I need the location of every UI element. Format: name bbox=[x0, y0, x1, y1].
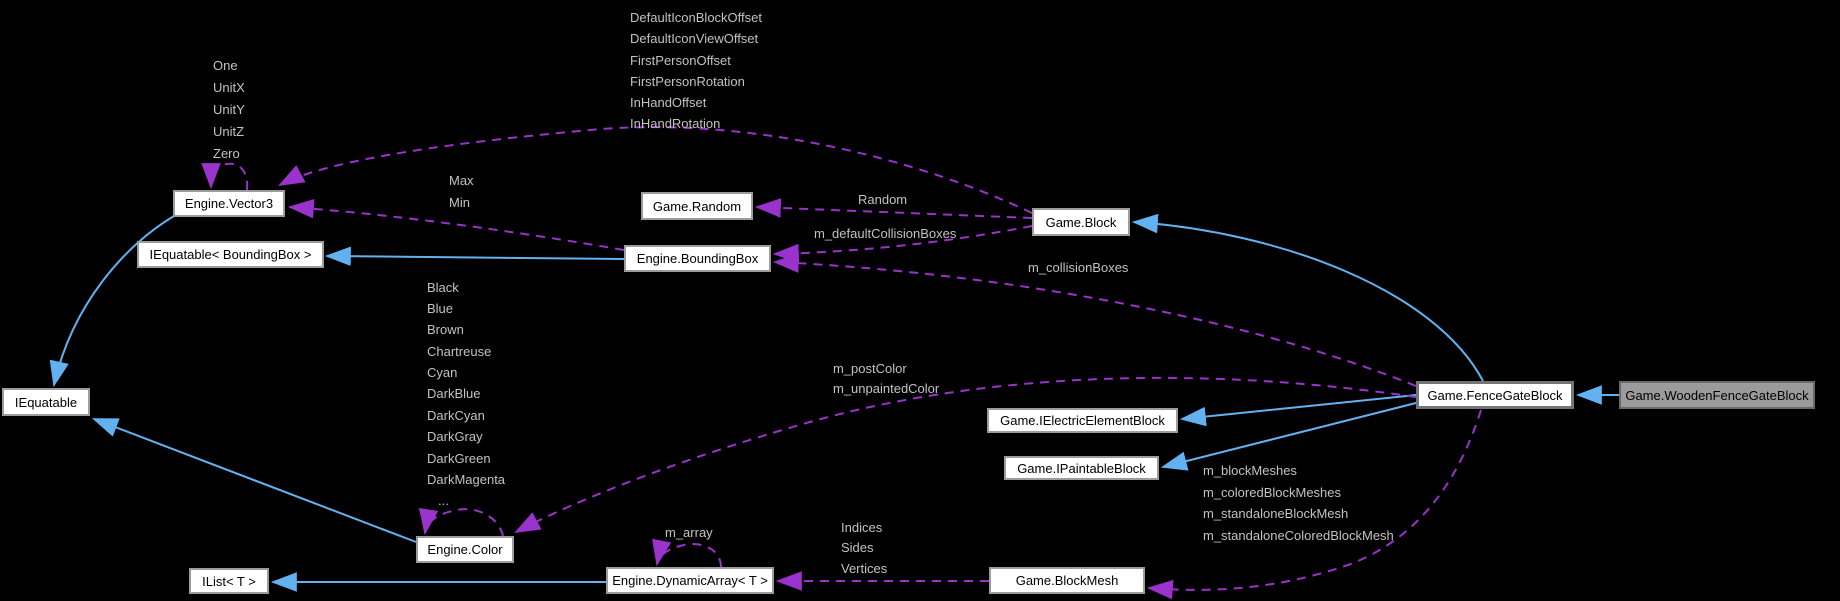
edge-dynamicarray-self-usage bbox=[652, 538, 722, 568]
edge-label: m_standaloneBlockMesh bbox=[1203, 506, 1349, 521]
node-iequatable[interactable]: IEquatable bbox=[2, 388, 90, 416]
edge-label: Blue bbox=[427, 301, 454, 316]
edge-label: InHandRotation bbox=[630, 116, 721, 131]
edge-label: One bbox=[213, 58, 238, 73]
edge-label: m_collisionBoxes bbox=[1028, 260, 1129, 275]
edge-label: DarkBlue bbox=[427, 386, 481, 401]
edge-label: FirstPersonRotation bbox=[630, 74, 745, 89]
edge-label: ... bbox=[438, 493, 449, 508]
edge-label: Vertices bbox=[841, 561, 888, 576]
edge-block-uses-boundingbox bbox=[772, 225, 1033, 264]
edge-color-self-usage bbox=[419, 507, 504, 537]
node-ilist-t[interactable]: IList< T > bbox=[189, 568, 269, 594]
edge-label: Indices bbox=[841, 520, 883, 535]
edge-block-uses-random bbox=[754, 198, 1033, 219]
edge-fencegateblock-inherits-ipaintableblock bbox=[1160, 402, 1417, 471]
node-engine-dynamicarray[interactable]: Engine.DynamicArray< T > bbox=[606, 567, 774, 594]
edge-fencegateblock-inherits-ielectricelementblock bbox=[1179, 394, 1417, 427]
edge-label: Brown bbox=[427, 322, 464, 337]
edge-label: m_defaultCollisionBoxes bbox=[814, 226, 957, 241]
edge-label: Black bbox=[427, 280, 459, 295]
edge-label: m_coloredBlockMeshes bbox=[1203, 485, 1342, 500]
edge-label: DefaultIconBlockOffset bbox=[630, 10, 762, 25]
edge-label: UnitY bbox=[213, 102, 245, 117]
edge-fencegateblock-uses-blockmesh bbox=[1146, 409, 1482, 600]
edge-boundingbox-uses-vector3 bbox=[287, 198, 625, 251]
node-iequatable-boundingbox[interactable]: IEquatable< BoundingBox > bbox=[137, 241, 324, 268]
edge-label: UnitX bbox=[213, 80, 245, 95]
edge-label: DarkMagenta bbox=[427, 472, 506, 487]
edge-label: InHandOffset bbox=[630, 95, 707, 110]
node-game-fencegateblock[interactable]: Game.FenceGateBlock bbox=[1416, 381, 1574, 409]
node-game-blockmesh[interactable]: Game.BlockMesh bbox=[989, 567, 1145, 594]
edge-label: UnitZ bbox=[213, 124, 245, 139]
edge-label: Random bbox=[858, 192, 908, 207]
node-game-ipaintableblock[interactable]: Game.IPaintableBlock bbox=[1004, 456, 1159, 480]
edge-label: Cyan bbox=[427, 365, 458, 380]
edge-boundingbox-inherits-iequatable-boundingbox bbox=[324, 246, 625, 266]
edge-label: m_array bbox=[665, 525, 713, 540]
edge-label: Zero bbox=[213, 146, 240, 161]
edge-label: m_unpaintedColor bbox=[833, 381, 940, 396]
edge-label: m_blockMeshes bbox=[1203, 463, 1297, 478]
edge-color-inherits-iequatable bbox=[91, 418, 417, 543]
edge-vector3-inherits-iequatable bbox=[49, 215, 175, 388]
edge-label: DarkGray bbox=[427, 429, 483, 444]
edge-vector3-self-usage bbox=[201, 162, 249, 191]
edge-label: FirstPersonOffset bbox=[630, 53, 731, 68]
edge-label: m_postColor bbox=[833, 361, 907, 376]
node-game-woodenfencegateblock[interactable]: Game.WoodenFenceGateBlock bbox=[1619, 381, 1815, 409]
edge-label: Sides bbox=[841, 540, 874, 555]
node-game-random[interactable]: Game.Random bbox=[641, 192, 753, 220]
edge-label: DarkGreen bbox=[427, 451, 491, 466]
edge-label: m_standaloneColoredBlockMesh bbox=[1203, 528, 1394, 543]
edge-fencegateblock-uses-color bbox=[514, 376, 1417, 534]
edge-label: Min bbox=[449, 195, 470, 210]
node-game-ielectricelementblock[interactable]: Game.IElectricElementBlock bbox=[987, 408, 1178, 433]
edge-block-uses-vector3 bbox=[278, 126, 1033, 214]
edge-label: DefaultIconViewOffset bbox=[630, 31, 759, 46]
edge-fencegateblock-inherits-block bbox=[1131, 213, 1484, 382]
node-engine-color[interactable]: Engine.Color bbox=[416, 536, 514, 563]
node-engine-vector3[interactable]: Engine.Vector3 bbox=[173, 190, 285, 217]
edge-label: Chartreuse bbox=[427, 344, 492, 359]
edge-label: Max bbox=[449, 173, 474, 188]
node-game-block[interactable]: Game.Block bbox=[1032, 208, 1130, 236]
edge-fencegateblock-uses-boundingbox bbox=[772, 253, 1417, 387]
node-engine-boundingbox[interactable]: Engine.BoundingBox bbox=[624, 245, 771, 272]
edge-label: DarkCyan bbox=[427, 408, 485, 423]
